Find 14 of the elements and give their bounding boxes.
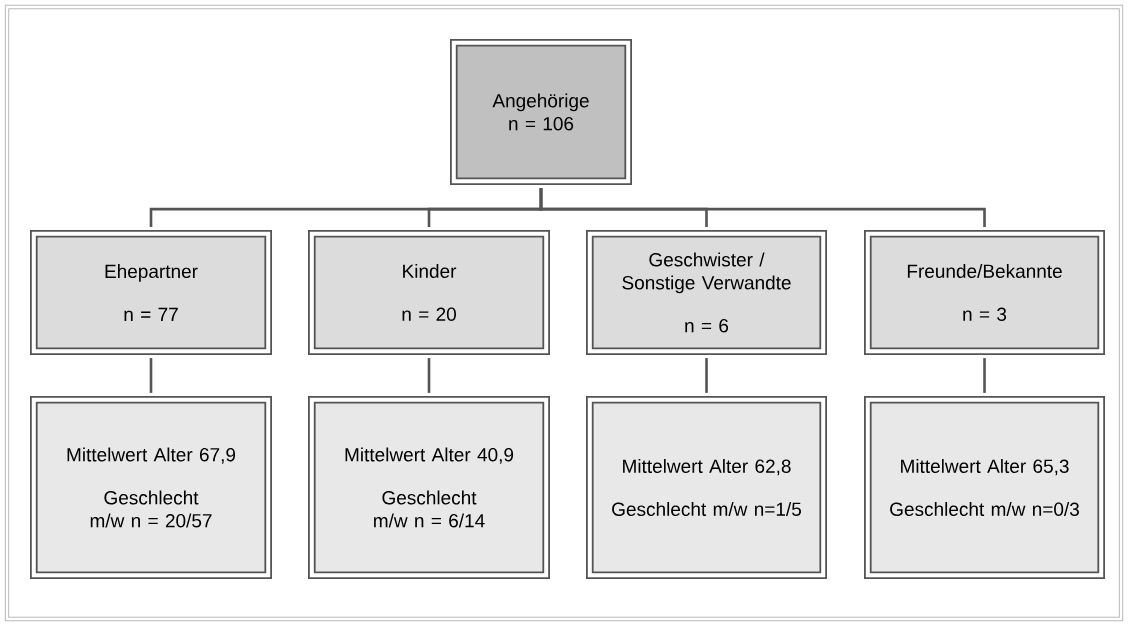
statistics-box: Mittelwert Alter 40,9 Geschlecht m/w n = 6/14 [308,396,550,579]
connector-line [705,358,708,393]
connector-line [539,188,986,227]
category-box: Ehepartner n = 77 [30,230,272,355]
category-box: Kinder n = 20 [308,230,550,355]
connector-line [427,358,431,393]
category-box: Freunde/Bekannte n = 3 [864,230,1105,355]
connector-line [149,358,153,393]
connector-line [983,358,986,393]
root-box: Angehörige n = 106 [450,39,632,185]
statistics-box: Mittelwert Alter 67,9 Geschlecht m/w n = 20/57 [30,396,272,579]
category-box: Geschwister / Sonstige Verwandte n = 6 [586,230,827,355]
statistics-box: Mittelwert Alter 65,3 Geschlecht m/w n=0/3 [864,396,1105,579]
statistics-box: Mittelwert Alter 62,8 Geschlecht m/w n=1/5 [586,396,827,579]
